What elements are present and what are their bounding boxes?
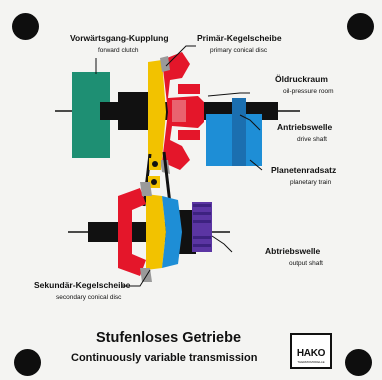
diagram-title-en: Continuously variable transmission	[71, 352, 258, 364]
oil-pressure-chamber-lower	[178, 130, 200, 140]
secondary-shaft-collar	[178, 210, 196, 254]
pressure-piston-upper	[160, 56, 170, 72]
label-output-shaft-en: output shaft	[289, 260, 323, 267]
output-gear-teeth	[193, 204, 211, 247]
leader-lines	[95, 45, 263, 287]
mounting-hole-bottom-right	[345, 349, 372, 376]
secondary-spring-lower	[140, 268, 152, 282]
oil-pressure-housing	[162, 52, 204, 170]
secondary-pressure-housing	[118, 188, 146, 276]
primary-shaft-collar	[118, 92, 150, 130]
label-forward-clutch-en: forward clutch	[98, 47, 139, 54]
label-output-shaft: Abtriebswelle	[265, 246, 321, 256]
oil-pressure-chamber	[178, 84, 200, 94]
label-oil-pressure-en: oil-pressure room	[283, 88, 334, 95]
secondary-disc-back	[162, 196, 182, 268]
logo-subtitle: THERMOMODELLE	[297, 360, 325, 364]
leader-oil-pressure	[207, 92, 250, 97]
belt-pin-1	[152, 161, 158, 167]
leader-drive-shaft	[239, 114, 261, 131]
secondary-conical-disc	[146, 194, 166, 270]
label-oil-pressure: Öldruckraum	[275, 74, 328, 84]
planetary-train-carrier	[232, 98, 246, 166]
secondary-spring-upper	[140, 182, 152, 196]
label-forward-clutch: Vorwärtsgang-Kupplung	[70, 33, 169, 43]
hako-logo: HAKO THERMOMODELLE	[290, 333, 332, 369]
drive-belt-right	[162, 151, 172, 205]
logo-name: HAKO	[296, 348, 326, 359]
leader-planetary	[249, 159, 263, 171]
oil-pressure-pocket	[172, 100, 186, 122]
primary-conical-disc	[148, 60, 166, 160]
leader-secondary-disc	[122, 269, 151, 287]
leader-primary-disc	[165, 45, 196, 67]
label-planetary-en: planetary train	[290, 179, 332, 186]
label-primary-disc: Primär-Kegelscheibe	[197, 33, 282, 43]
mounting-hole-bottom-left	[14, 349, 41, 376]
label-drive-shaft: Antriebswelle	[277, 122, 333, 132]
label-secondary-disc: Sekundär-Kegelscheibe	[34, 280, 131, 290]
label-secondary-disc-en: secondary conical disc	[56, 294, 122, 301]
label-primary-disc-en: primary conical disc	[210, 47, 268, 54]
label-drive-shaft-en: drive shaft	[297, 136, 327, 143]
mounting-hole-top-right	[347, 13, 374, 40]
belt-pin-2	[151, 179, 157, 185]
mounting-hole-top-left	[12, 13, 39, 40]
diagram-title-de: Stufenloses Getriebe	[96, 330, 242, 346]
label-planetary: Planetenradsatz	[271, 165, 336, 175]
leader-output-shaft	[211, 235, 233, 253]
